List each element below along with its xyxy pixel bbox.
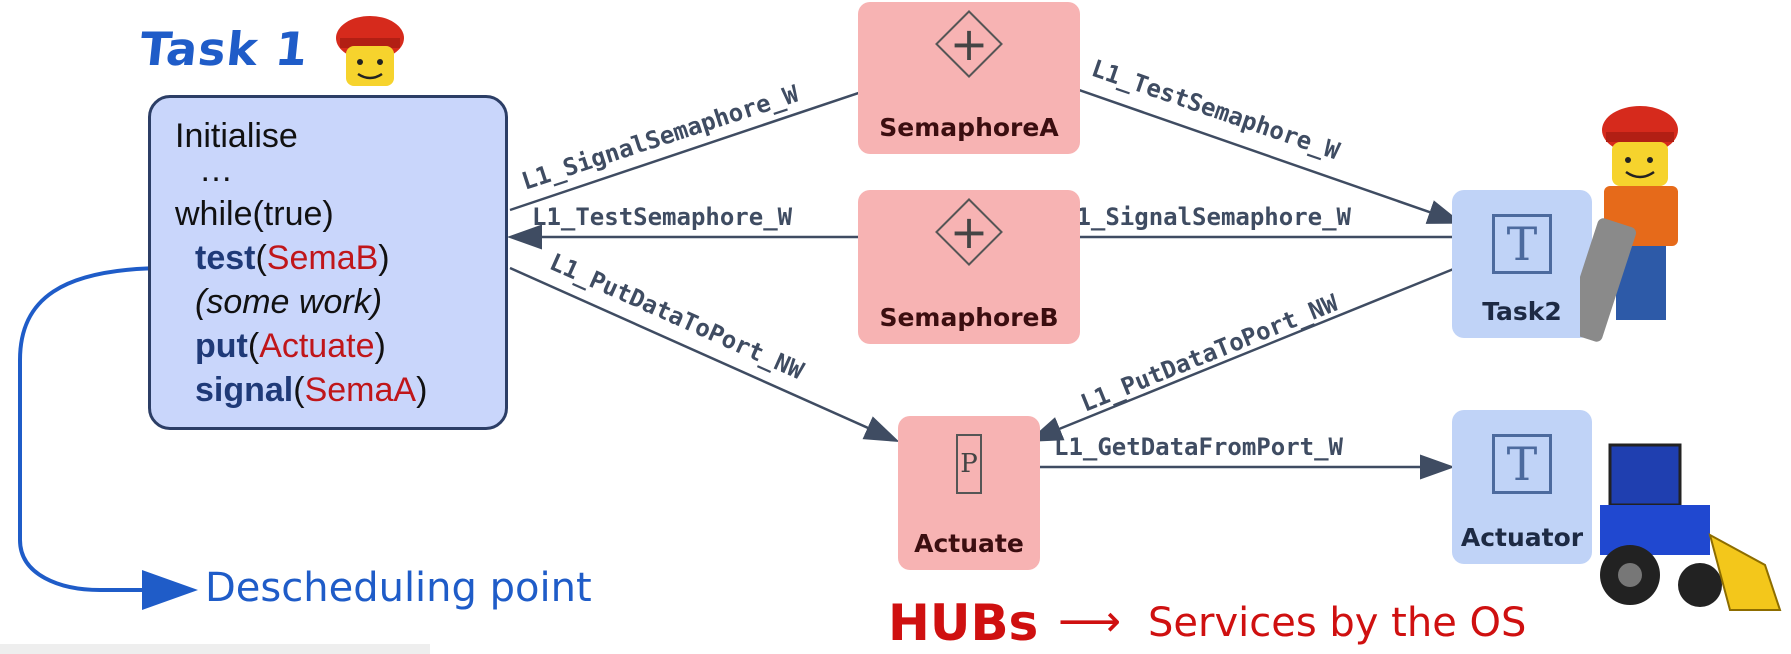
code-line-signal: signal(SemaA) — [195, 371, 428, 409]
actuate-label: Actuate — [914, 529, 1024, 558]
edge-label-signal-sem-w-right: L1_SignalSemaphore_W — [1062, 203, 1352, 231]
descheduling-point-note: Descheduling point — [205, 565, 592, 611]
code-line-ellipsis: … — [199, 151, 233, 189]
descheduling-arrow — [18, 266, 198, 610]
hubs-description: Services by the OS — [1148, 600, 1527, 646]
signal-arg: SemaA — [304, 371, 417, 409]
semaphore-b-node[interactable]: + SemaphoreB — [858, 190, 1080, 344]
plus-icon: + — [949, 17, 989, 71]
code-line-put: put(Actuate) — [195, 327, 386, 365]
edge-signal-sem-a — [509, 72, 917, 212]
plus-icon: + — [949, 205, 989, 259]
task1-title: Task 1 — [137, 22, 312, 76]
port-icon: P — [956, 434, 982, 494]
actuator-node[interactable]: T Actuator — [1452, 410, 1592, 564]
put-arg: Actuate — [259, 327, 375, 365]
code-line-initialise: Initialise — [175, 117, 298, 155]
loader-truck-icon — [1600, 443, 1782, 611]
put-keyword: put — [195, 327, 248, 365]
edge-label-put-data-nw-left: L1_PutDataToPort_NW — [546, 248, 809, 385]
edge-label-test-sem-w-right: L1_TestSemaphore_W — [1088, 54, 1344, 165]
semaphore-b-label: SemaphoreB — [879, 303, 1059, 332]
hubs-label: HUBs — [888, 594, 1039, 652]
code-line-test: test(SemaB) — [195, 239, 390, 277]
actuator-label: Actuator — [1460, 523, 1584, 552]
hubs-arrow-icon: ⟶ — [1058, 596, 1122, 647]
edge-put-data-right — [1027, 266, 1457, 442]
edge-test-sem-a — [1035, 73, 1463, 224]
test-keyword: test — [195, 239, 256, 277]
semaphore-a-node[interactable]: + SemaphoreA — [858, 2, 1080, 154]
jackhammer-worker-icon — [1580, 106, 1678, 342]
edge-label-test-sem-w-left: L1_TestSemaphore_W — [532, 203, 793, 231]
code-line-while: while(true) — [175, 195, 334, 233]
bottom-strip — [0, 644, 430, 654]
task2-label: Task2 — [1482, 297, 1562, 326]
task2-node[interactable]: T Task2 — [1452, 190, 1592, 338]
task1-code-box: Initialise … while(true) test(SemaB) (so… — [148, 95, 508, 430]
worker-figure-icon — [336, 16, 404, 86]
test-arg: SemaB — [266, 239, 379, 277]
edge-label-signal-sem-w: L1_SignalSemaphore_W — [518, 80, 802, 196]
task-icon: T — [1492, 434, 1552, 494]
edge-label-get-data-w: L1_GetDataFromPort_W — [1054, 433, 1344, 461]
task-icon: T — [1492, 214, 1552, 274]
edge-put-data-left — [509, 266, 900, 443]
actuate-node[interactable]: P Actuate — [898, 416, 1040, 570]
edge-label-put-data-nw-right: L1_PutDataToPort_NW — [1077, 289, 1343, 418]
semaphore-a-label: SemaphoreA — [879, 113, 1059, 142]
signal-keyword: signal — [195, 371, 294, 409]
code-line-work: (some work) — [195, 283, 383, 321]
